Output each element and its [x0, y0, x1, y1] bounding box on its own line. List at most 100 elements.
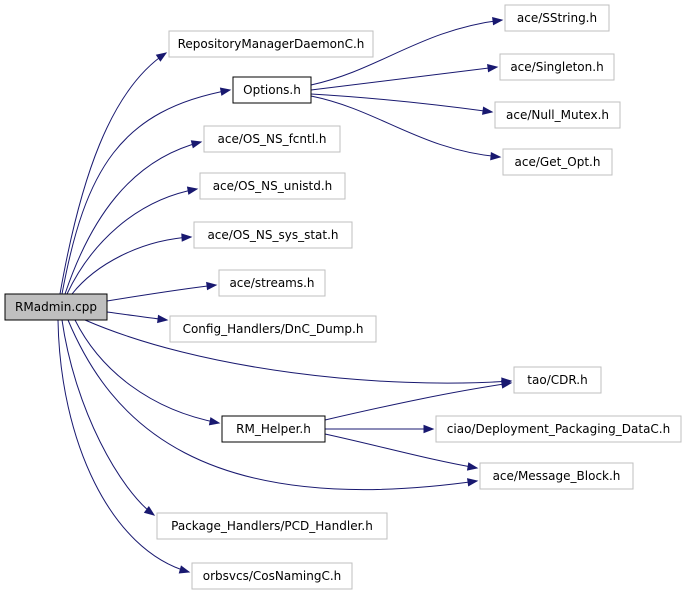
node-box	[221, 415, 326, 443]
node-cosnaming[interactable]: orbsvcs/CosNamingC.h	[191, 562, 353, 590]
node-box	[156, 512, 388, 540]
node-box	[4, 293, 108, 321]
node-box	[218, 269, 326, 297]
edge-line	[84, 319, 512, 384]
edge-line	[66, 188, 198, 295]
node-box	[168, 30, 374, 58]
arrowhead-icon	[219, 87, 232, 96]
node-deploy[interactable]: ciao/Deployment_Packaging_DataC.h	[435, 415, 682, 443]
edge-rmadmin-to-fcntl	[64, 140, 203, 295]
arrowhead-icon	[155, 52, 168, 62]
edges-layer	[57, 16, 513, 574]
arrowhead-icon	[206, 281, 218, 291]
node-pcd[interactable]: Package_Handlers/PCD_Handler.h	[156, 512, 388, 540]
node-box	[435, 415, 682, 443]
node-box	[479, 462, 634, 490]
node-options[interactable]: Options.h	[232, 76, 312, 104]
edge-options-to-nullmutex	[310, 93, 494, 115]
edge-line	[67, 319, 478, 490]
node-singleton[interactable]: ace/Singleton.h	[499, 53, 615, 81]
node-label: ace/SString.h	[517, 11, 597, 25]
nodes-layer: RMadmin.cpp RepositoryManagerDaemonC.hOpt…	[4, 4, 682, 590]
node-unistd[interactable]: ace/OS_NS_unistd.h	[199, 172, 346, 200]
edge-options-to-singleton	[310, 63, 499, 91]
node-fcntl[interactable]: ace/OS_NS_fcntl.h	[203, 125, 341, 153]
node-label: RMadmin.cpp	[15, 300, 97, 314]
node-sysstat[interactable]: ace/OS_NS_sys_stat.h	[193, 221, 353, 249]
node-getopt[interactable]: ace/Get_Opt.h	[502, 148, 613, 176]
edge-line	[310, 19, 503, 86]
node-cdr[interactable]: tao/CDR.h	[513, 366, 602, 394]
node-label: ciao/Deployment_Packaging_DataC.h	[447, 422, 670, 436]
edge-line	[310, 95, 501, 158]
edge-line	[61, 319, 155, 516]
arrowhead-icon	[487, 63, 499, 73]
node-box	[232, 76, 312, 104]
node-box	[513, 366, 602, 394]
node-label: RM_Helper.h	[236, 422, 311, 436]
arrowhead-icon	[492, 16, 504, 26]
edge-rmadmin-to-rmhelper	[74, 319, 221, 426]
edge-rmhelper-to-msgblock	[324, 433, 479, 471]
edge-line	[324, 433, 478, 469]
node-label: tao/CDR.h	[527, 373, 587, 387]
arrowhead-icon	[190, 140, 203, 149]
edge-rmadmin-to-msgblock	[67, 319, 479, 490]
node-streams[interactable]: ace/streams.h	[218, 269, 326, 297]
edge-rmadmin-to-repomgr	[59, 52, 168, 295]
node-label: ace/OS_NS_unistd.h	[213, 179, 333, 193]
edge-rmadmin-to-cosnaming	[57, 319, 191, 574]
node-box	[199, 172, 346, 200]
node-label: orbsvcs/CosNamingC.h	[203, 569, 342, 583]
arrowhead-icon	[143, 505, 156, 516]
edge-line	[310, 66, 498, 91]
edge-line	[64, 141, 202, 295]
node-label: ace/Singleton.h	[510, 60, 603, 74]
edge-line	[59, 52, 167, 295]
node-label: Options.h	[243, 83, 301, 97]
node-label: Package_Handlers/PCD_Handler.h	[171, 519, 373, 533]
edge-rmadmin-to-pcd	[61, 319, 156, 516]
arrowhead-icon	[482, 106, 494, 115]
node-box	[191, 562, 353, 590]
node-box	[193, 221, 353, 249]
edge-rmadmin-to-dncdump	[106, 311, 169, 324]
node-label: RepositoryManagerDaemonC.h	[178, 37, 365, 51]
arrowhead-icon	[208, 417, 221, 426]
node-box	[203, 125, 341, 153]
edge-rmadmin-to-options	[61, 87, 232, 295]
node-box	[494, 101, 621, 129]
edge-options-to-getopt	[310, 95, 502, 161]
node-label: Config_Handlers/DnC_Dump.h	[183, 322, 364, 336]
edge-line	[74, 319, 220, 424]
node-label: ace/Get_Opt.h	[515, 155, 601, 169]
node-label: ace/OS_NS_sys_stat.h	[207, 228, 338, 242]
node-label: ace/Message_Block.h	[493, 469, 621, 483]
node-repomgr[interactable]: RepositoryManagerDaemonC.h	[168, 30, 374, 58]
edge-options-to-sstring	[310, 16, 504, 86]
node-box	[499, 53, 615, 81]
arrowhead-icon	[181, 233, 193, 242]
node-dncdump[interactable]: Config_Handlers/DnC_Dump.h	[169, 315, 377, 343]
node-msgblock[interactable]: ace/Message_Block.h	[479, 462, 634, 490]
edge-line	[57, 319, 190, 573]
edge-rmadmin-to-sysstat	[71, 233, 193, 295]
arrowhead-icon	[186, 186, 199, 195]
edge-rmadmin-to-unistd	[66, 186, 199, 295]
node-box	[169, 315, 377, 343]
edge-line	[106, 284, 217, 302]
node-box	[502, 148, 613, 176]
node-label: ace/streams.h	[229, 276, 314, 290]
edge-line	[71, 236, 192, 295]
node-nullmutex[interactable]: ace/Null_Mutex.h	[494, 101, 621, 129]
arrowhead-icon	[178, 565, 191, 574]
edge-rmhelper-to-deploy	[324, 424, 435, 434]
edge-line	[61, 89, 231, 295]
node-sstring[interactable]: ace/SString.h	[504, 4, 610, 32]
edge-rmadmin-to-streams	[106, 281, 218, 302]
edge-rmhelper-to-cdr	[324, 380, 513, 421]
arrowhead-icon	[490, 151, 502, 161]
arrowhead-icon	[157, 314, 169, 324]
edge-line	[324, 382, 512, 421]
node-rmhelper[interactable]: RM_Helper.h	[221, 415, 326, 443]
